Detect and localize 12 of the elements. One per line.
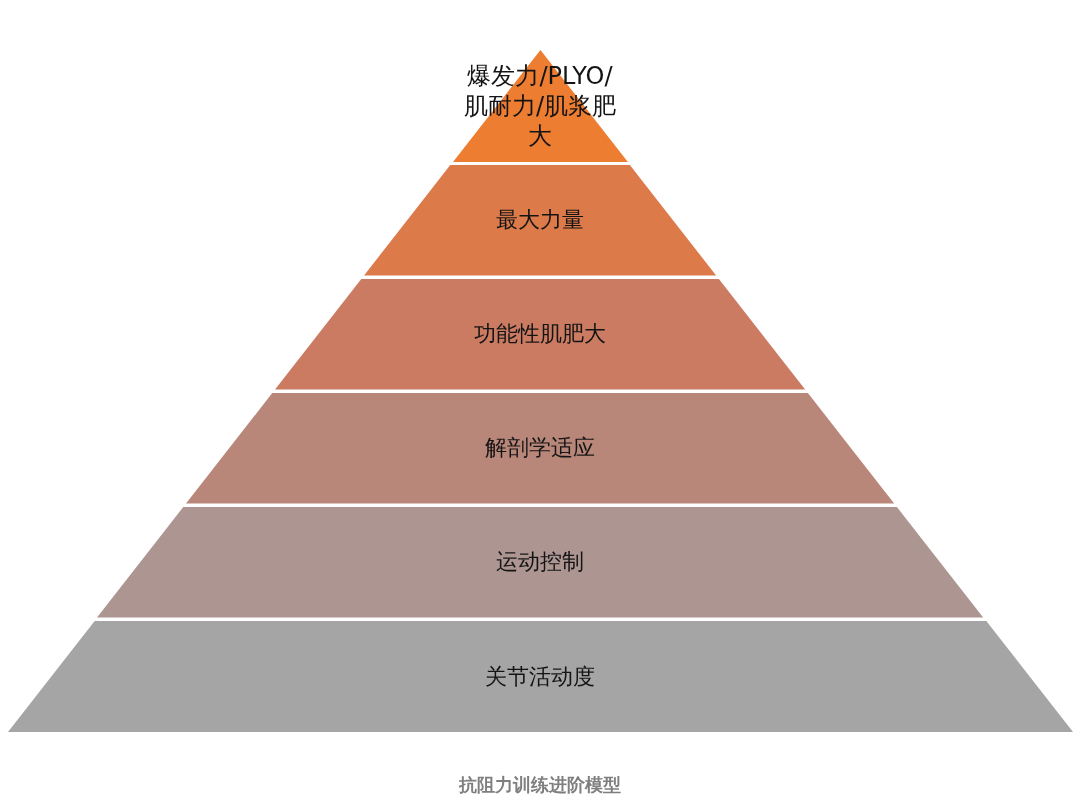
pyramid-tier	[96, 507, 984, 618]
caption: 抗阻力训练进阶模型	[459, 774, 621, 795]
tier-label: 解剖学适应	[484, 434, 596, 463]
tier-label: 功能性肌肥大	[473, 320, 607, 349]
pyramid-tier	[363, 165, 717, 276]
pyramid-tier	[185, 393, 895, 504]
pyramid-tier	[7, 621, 1073, 732]
tier-label: 最大力量	[495, 206, 585, 235]
pyramid-tier	[274, 279, 806, 390]
pyramid-apex	[452, 50, 628, 162]
tier-label: 运动控制	[495, 548, 585, 577]
tier-label: 关节活动度	[484, 662, 596, 691]
